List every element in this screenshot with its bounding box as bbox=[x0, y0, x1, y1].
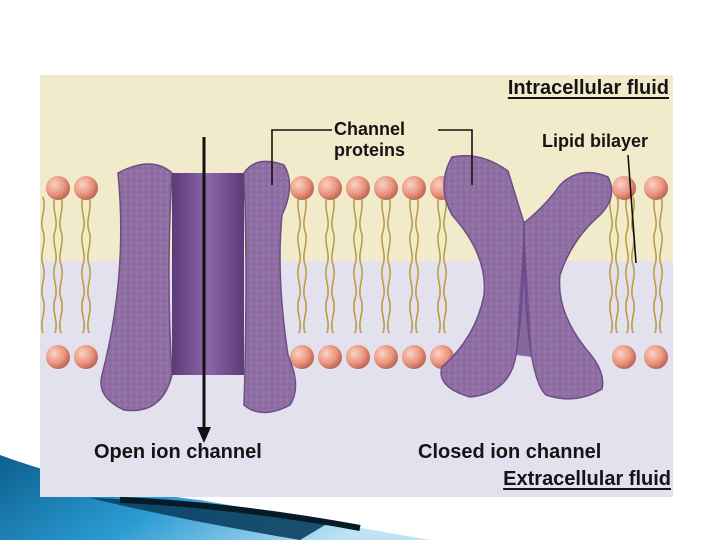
open-channel-pore bbox=[172, 173, 244, 375]
channel-proteins-label-line1: Channel bbox=[334, 119, 406, 139]
ion-channel-diagram bbox=[40, 75, 673, 497]
phospholipid-heads bbox=[46, 176, 668, 369]
channel-proteins-label-line2: proteins bbox=[334, 140, 406, 160]
lipid-bilayer-label: Lipid bilayer bbox=[542, 131, 649, 151]
open-ion-channel bbox=[100, 137, 297, 443]
lipid-tails bbox=[41, 196, 663, 334]
closed-ion-channel bbox=[440, 154, 613, 400]
open-channel-protein-left bbox=[100, 163, 173, 412]
closed-ion-channel-label: Closed ion channel bbox=[418, 441, 602, 463]
arrow-head-icon bbox=[197, 427, 211, 443]
closed-channel-gate bbox=[516, 223, 532, 357]
open-ion-channel-label: Open ion channel bbox=[94, 441, 262, 463]
extracellular-fluid-label: Extracellular fluid bbox=[503, 468, 671, 490]
intracellular-fluid-label: Intracellular fluid bbox=[507, 77, 669, 99]
open-channel-protein-right bbox=[243, 160, 297, 414]
closed-channel-protein-right bbox=[523, 171, 613, 400]
leader-lines bbox=[271, 129, 637, 264]
ion-channel-figure: Intracellular fluid Channel proteins Lip… bbox=[40, 75, 673, 497]
channel-proteins-label: Channel proteins bbox=[334, 119, 405, 161]
